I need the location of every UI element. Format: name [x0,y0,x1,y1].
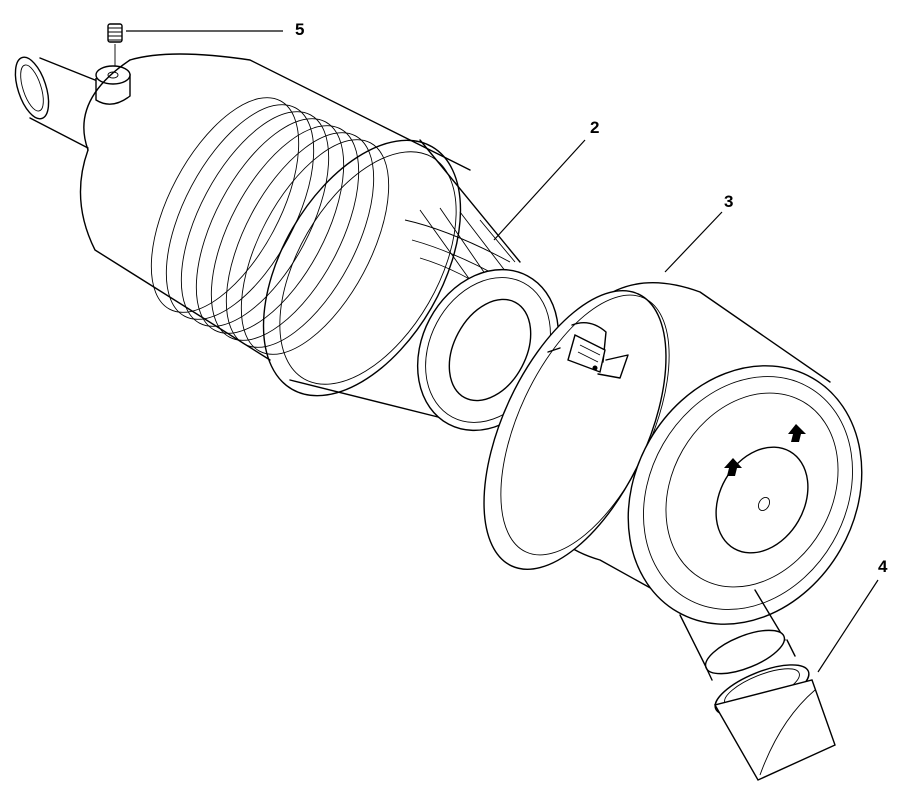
callout-3: 3 [724,192,733,211]
air-cleaner-body [14,53,471,397]
callout-5: 5 [295,20,304,39]
arrow-up-icon [724,458,742,476]
cover-assembly [483,282,863,625]
callout-2: 2 [590,118,599,137]
ribbed-section [150,97,390,355]
leader-line-4 [817,579,879,673]
callout-4: 4 [878,557,888,576]
leader-line-3 [664,211,723,273]
leader-line-2 [493,139,586,241]
canister-rim [262,139,462,397]
threaded-fitting [107,23,123,66]
latch-clamp [547,322,629,379]
cover-face [627,365,863,625]
inlet-tube [14,56,101,149]
arrow-up-icon [788,424,806,442]
outlet-elbow [679,589,836,781]
